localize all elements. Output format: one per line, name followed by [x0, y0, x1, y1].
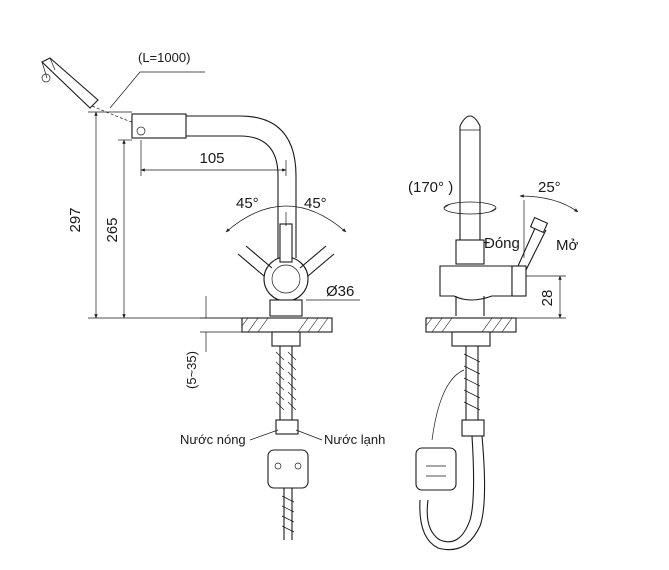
side-spout [459, 115, 481, 240]
angle-left-label: 45° [236, 195, 259, 212]
supply-hoses [267, 346, 309, 540]
thickness-range-label: (5~35) [184, 351, 199, 389]
countertop-right [425, 317, 517, 347]
swivel-indicator [443, 201, 497, 215]
reach-label: 105 [199, 150, 224, 167]
cold-water-label: Nước lạnh [324, 432, 385, 447]
side-hoses [415, 346, 486, 551]
diameter-label: Ø36 [326, 283, 354, 300]
hot-water-label: Nước nóng [180, 432, 246, 447]
spray-head [41, 57, 133, 123]
angle-arcs [225, 205, 347, 233]
height-spout-label: 265 [104, 217, 121, 242]
angle-right-label: 45° [304, 195, 327, 212]
hose-length-label: (L=1000) [138, 50, 190, 65]
mixer-body [237, 223, 335, 317]
lever-angle-arc [519, 194, 579, 258]
closed-label: Đóng [484, 235, 520, 252]
lever-angle-label: 25° [538, 179, 561, 196]
lever-height-label: 28 [539, 290, 556, 307]
dimensions-side [516, 275, 566, 319]
side-view: (170° ) 25° Đóng Mở 28 [408, 115, 579, 551]
swivel-angle-label: (170° ) [408, 179, 453, 196]
dimensions-front [88, 71, 360, 441]
height-total-label: 297 [67, 207, 84, 232]
countertop-left [241, 317, 333, 347]
open-label: Mở [556, 237, 578, 254]
side-body [439, 216, 549, 316]
front-view: (L=1000) 297 265 105 45° 45° Ø36 (5~35) … [41, 50, 385, 540]
spout [131, 113, 297, 232]
